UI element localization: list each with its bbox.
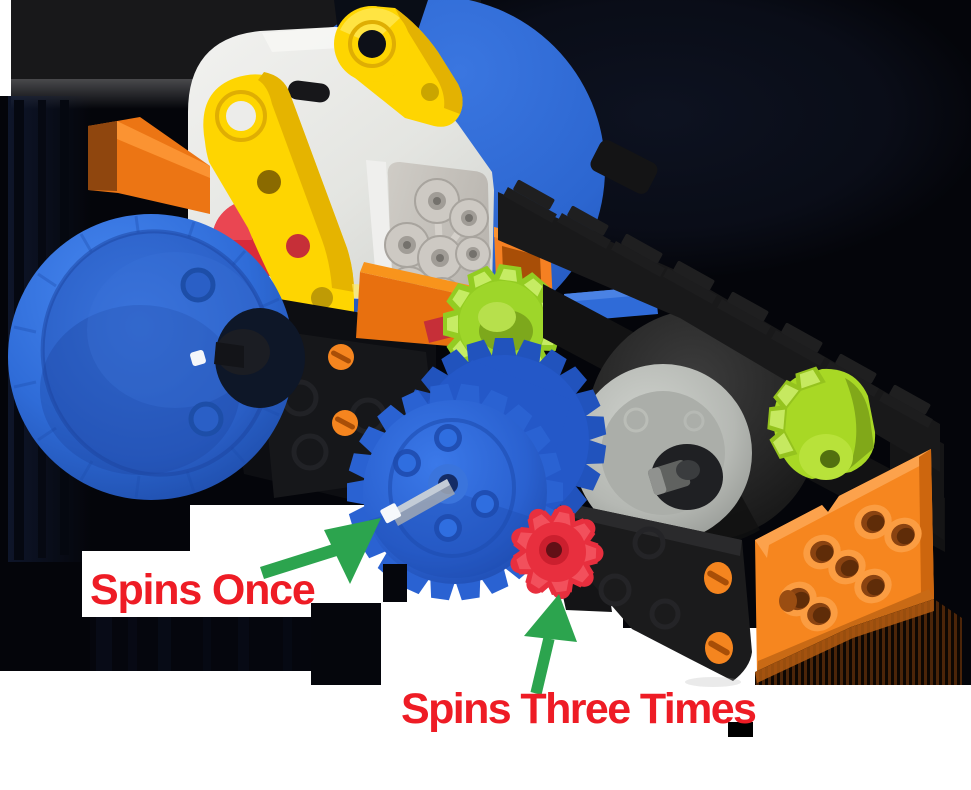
svg-text:Spins Once: Spins Once: [90, 566, 315, 614]
svg-text:Spins Three Times: Spins Three Times: [401, 685, 756, 733]
